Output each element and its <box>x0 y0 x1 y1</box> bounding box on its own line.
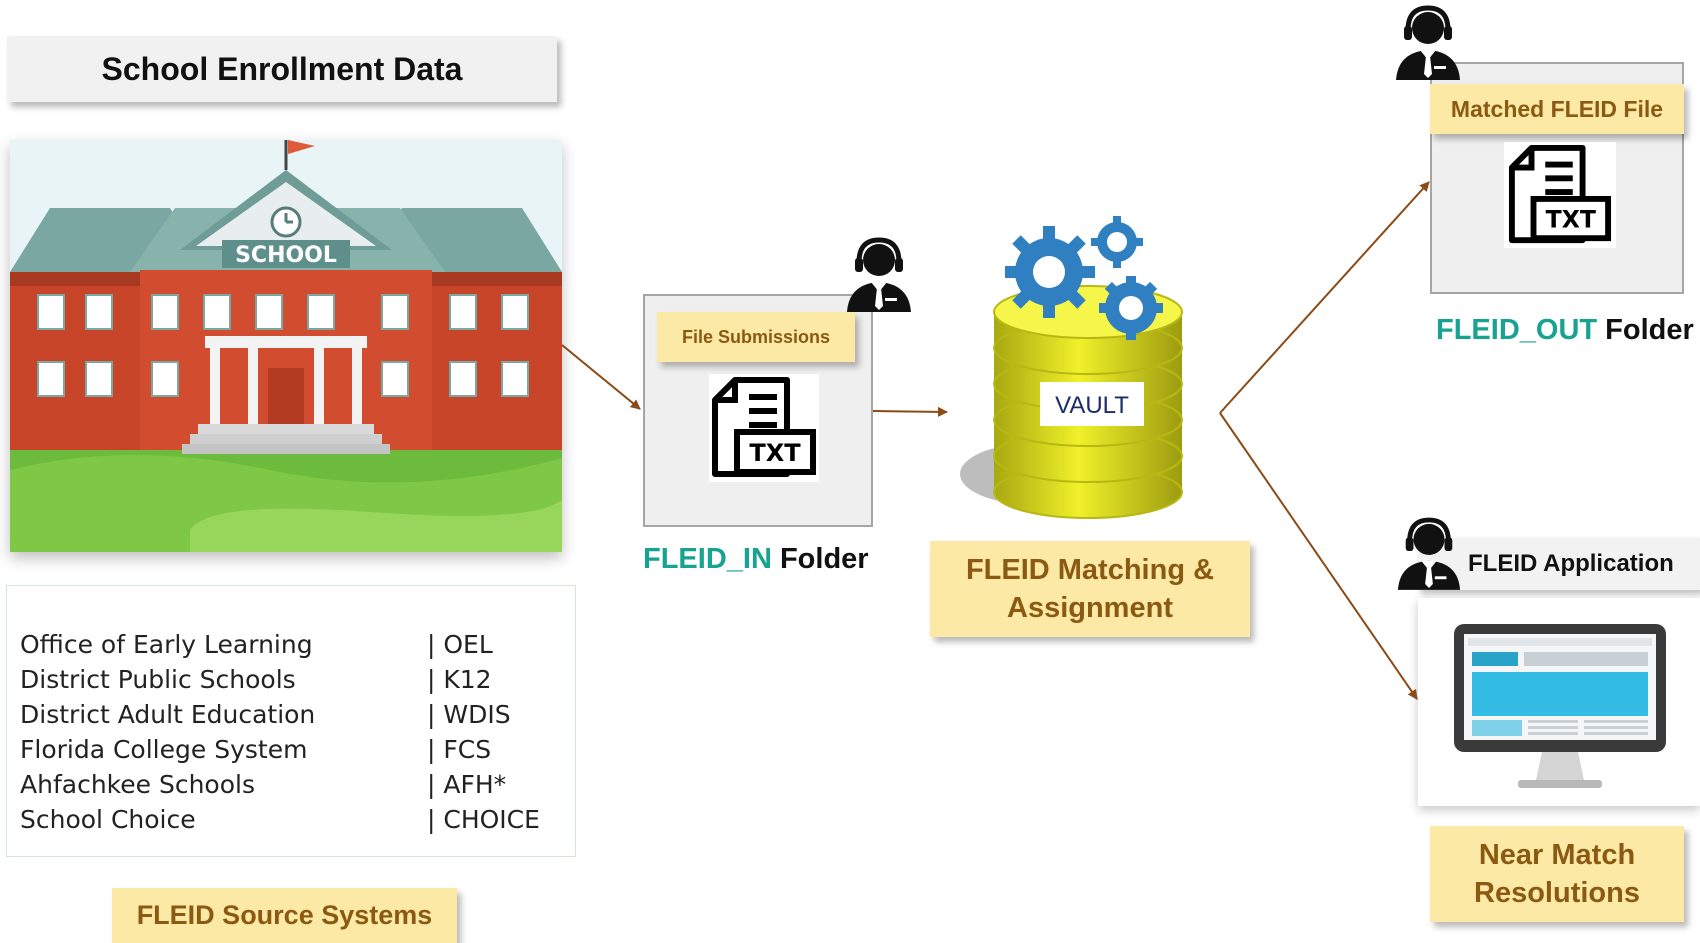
near-match-label: Near Match Resolutions <box>1430 826 1684 922</box>
source-systems-label: FLEID Source Systems <box>112 888 457 943</box>
support-agent-icon <box>1394 4 1462 80</box>
source-systems-list: Office of Early Learning | OEL District … <box>6 585 576 857</box>
file-submissions-tag-text: File Submissions <box>681 326 831 347</box>
source-name: District Public Schools <box>20 665 296 694</box>
near-match-line2: Resolutions <box>1474 877 1640 909</box>
source-code: | K12 <box>427 665 492 694</box>
enrollment-header: School Enrollment Data <box>7 36 557 102</box>
arrow-vault-to-fleid-out <box>1219 181 1430 414</box>
fleid-in-caption-highlight: FLEID_IN <box>643 543 772 575</box>
txt-label: TXT <box>1546 205 1596 233</box>
school-sign: SCHOOL <box>235 243 337 268</box>
source-name: Office of Early Learning <box>20 630 313 659</box>
source-code: | CHOICE <box>427 805 540 834</box>
fleid-application-title: FLEID Application <box>1468 550 1674 577</box>
source-code: | WDIS <box>427 700 511 729</box>
gear-icon <box>1003 216 1175 346</box>
list-item: District Public Schools | K12 <box>20 665 560 699</box>
list-item: Ahfachkee Schools | AFH* <box>20 770 560 804</box>
source-name: Ahfachkee Schools <box>20 770 255 799</box>
arrow-school-to-fleid-in <box>561 344 641 410</box>
source-name: School Choice <box>20 805 196 834</box>
list-item: School Choice | CHOICE <box>20 805 560 839</box>
fleid-in-caption-rest: Folder <box>771 543 869 575</box>
fleid-matching-line1: FLEID Matching & <box>965 554 1215 586</box>
support-agent-icon <box>845 236 913 312</box>
enrollment-header-title: School Enrollment Data <box>101 50 463 87</box>
monitor-icon <box>1452 622 1668 792</box>
fleid-out-caption: FLEID_OUT Folder <box>1436 314 1694 347</box>
source-name: District Adult Education <box>20 700 316 729</box>
fleid-matching-label: FLEID Matching & Assignment <box>930 541 1250 637</box>
source-systems-label-text: FLEID Source Systems <box>136 900 433 930</box>
file-submissions-tag: File Submissions <box>657 312 855 362</box>
list-item: District Adult Education | WDIS <box>20 700 560 734</box>
fleid-out-caption-highlight: FLEID_OUT <box>1436 314 1598 346</box>
arrow-fleid-in-to-vault <box>872 406 948 417</box>
near-match-line1: Near Match <box>1478 839 1636 871</box>
source-name: Florida College System <box>20 735 308 764</box>
school-illustration: SCHOOL <box>10 140 562 552</box>
matched-file-tag: Matched FLEID File <box>1430 84 1684 134</box>
fleid-out-caption-rest: Folder <box>1597 314 1694 346</box>
document-txt-icon: TXT <box>709 374 819 482</box>
fleid-application-header: FLEID Application <box>1418 538 1700 590</box>
matched-file-tag-text: Matched FLEID File <box>1450 95 1664 122</box>
vault-label: VAULT <box>1055 392 1129 419</box>
list-item: Office of Early Learning | OEL <box>20 630 560 664</box>
txt-label: TXT <box>749 439 801 467</box>
support-agent-icon <box>1396 516 1462 590</box>
document-txt-icon: TXT <box>1504 142 1616 248</box>
fleid-matching-line2: Assignment <box>1007 592 1173 624</box>
source-code: | OEL <box>427 630 493 659</box>
source-code: | AFH* <box>427 770 507 799</box>
fleid-application-panel <box>1418 598 1700 806</box>
source-code: | FCS <box>427 735 492 764</box>
fleid-in-caption: FLEID_IN Folder <box>643 543 869 576</box>
list-item: Florida College System | FCS <box>20 735 560 769</box>
arrow-vault-to-application <box>1219 412 1418 700</box>
